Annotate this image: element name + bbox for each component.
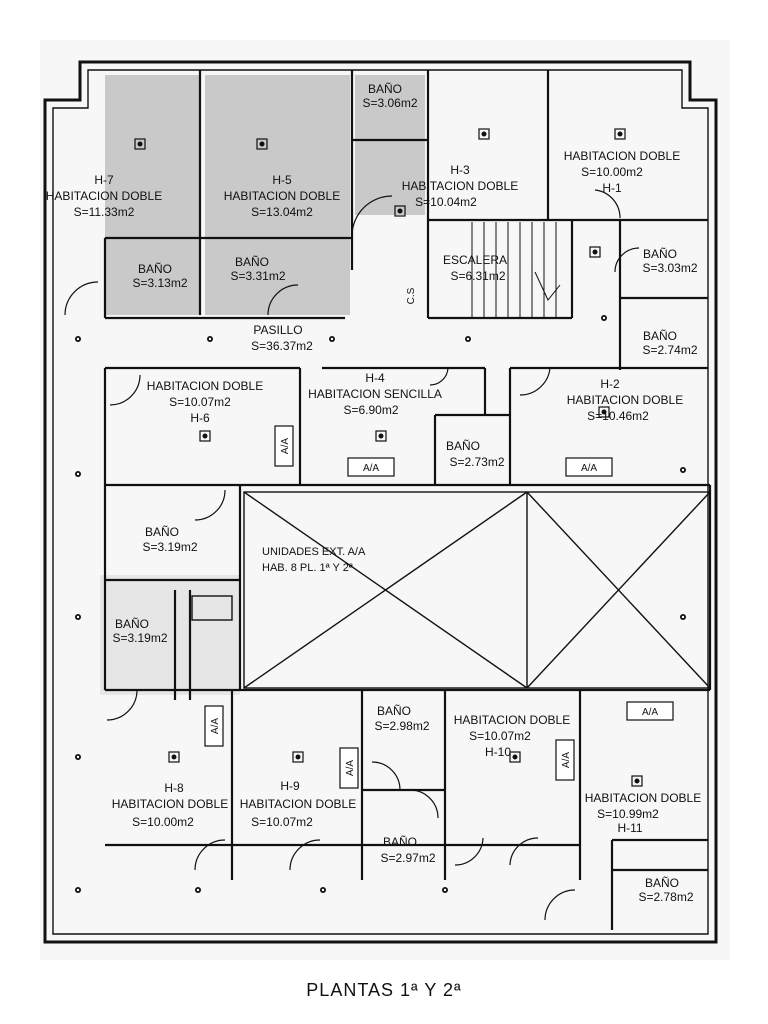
room-h5-id: H-5 [272,173,292,187]
room-h3-id: H-3 [450,163,470,177]
bano-319b-name: BAÑO [115,617,149,631]
room-h11-id: H-11 [617,821,642,835]
room-h8-id: H-8 [164,781,184,795]
room-h9-type: HABITACION DOBLE [240,797,356,811]
room-labels: H-7 HABITACION DOBLE S=11.33m2 H-5 HABIT… [46,82,701,904]
cs-label: C.S [406,287,417,304]
room-h6-id: H-6 [190,411,210,425]
ac-label-h4: A/A [363,463,379,474]
bano-319a-area: S=3.19m2 [142,540,197,554]
unidades-line1: UNIDADES EXT. A/A [262,546,366,558]
room-h1-area: S=10.00m2 [581,165,643,179]
shaded-rooms [100,75,425,695]
bano-298-name: BAÑO [377,704,411,718]
ac-units [204,425,674,789]
pasillo-area: S=36.37m2 [251,339,313,353]
bano-331-name: BAÑO [235,255,269,269]
room-h4-area: S=6.90m2 [343,403,398,417]
pasillo-name: PASILLO [253,323,302,337]
bano-278-area: S=2.78m2 [638,890,693,904]
bano-273-area: S=2.73m2 [449,455,504,469]
room-h7-area: S=11.33m2 [74,205,135,219]
room-h5-type: HABITACION DOBLE [224,189,340,203]
room-h8-area: S=10.00m2 [132,815,194,829]
escalera-area: S=6.31m2 [450,269,505,283]
room-h9-id: H-9 [280,779,300,793]
room-h2-id: H-2 [600,377,620,391]
room-h6-type: HABITACION DOBLE [147,379,263,393]
bano-303-area: S=3.03m2 [642,261,697,275]
bano-297-name: BAÑO [383,835,417,849]
room-h2-type: HABITACION DOBLE [567,393,683,407]
room-h2-area: S=10.46m2 [587,409,649,423]
escalera-name: ESCALERA [443,253,507,267]
room-h10-type: HABITACION DOBLE [454,713,570,727]
bano-306-area: S=3.06m2 [362,96,417,110]
room-h8-type: HABITACION DOBLE [112,797,228,811]
room-h7-id: H-7 [94,173,114,187]
outer-walls [43,60,718,944]
room-h4-type: HABITACION SENCILLA [308,387,442,401]
bano-319b-area: S=3.19m2 [112,631,167,645]
bano-278-name: BAÑO [645,876,679,890]
ac-label-h2: A/A [581,463,597,474]
ac-label-h6: A/A [280,438,291,454]
room-h10-area: S=10.07m2 [469,729,531,743]
bano-319a-name: BAÑO [145,525,179,539]
ac-label-h11: A/A [642,707,658,718]
room-h4-id: H-4 [365,371,385,385]
bano-274-name: BAÑO [643,329,677,343]
room-h1-type: HABITACION DOBLE [564,149,680,163]
plan-caption: PLANTAS 1ª Y 2ª [306,980,462,1000]
room-h11-type: HABITACION DOBLE [585,791,701,805]
patio-void [191,491,711,689]
bano-297-area: S=2.97m2 [380,851,435,865]
ac-label-h10: A/A [561,752,572,768]
room-h3-area: S=10.04m2 [415,195,477,209]
room-h11-area: S=10.99m2 [597,807,659,821]
floor-plan: H-7 HABITACION DOBLE S=11.33m2 H-5 HABIT… [43,60,718,944]
bano-306-name: BAÑO [368,82,402,96]
room-h9-area: S=10.07m2 [251,815,313,829]
room-h6-area: S=10.07m2 [169,395,231,409]
interior-walls [103,70,712,930]
room-h1-id: H-1 [602,181,622,195]
bano-273-name: BAÑO [446,439,480,453]
ac-label-h8: A/A [210,718,221,734]
bano-274-area: S=2.74m2 [642,343,697,357]
unidades-line2: HAB. 8 PL. 1ª Y 2ª [262,562,354,574]
door-swings [64,189,640,921]
room-h10-id: H-10 [485,745,511,759]
ac-label-h9: A/A [345,760,356,776]
ac-labels: A/A A/A A/A A/A A/A A/A A/A [210,438,658,776]
bano-331-area: S=3.31m2 [230,269,285,283]
room-h3-type: HABITACION DOBLE [402,179,518,193]
bano-313-area: S=3.13m2 [132,276,187,290]
bano-303-name: BAÑO [643,247,677,261]
stair-treads [471,222,561,318]
bano-313-name: BAÑO [138,262,172,276]
bano-298-area: S=2.98m2 [374,719,429,733]
room-h5-area: S=13.04m2 [251,205,313,219]
room-h7-type: HABITACION DOBLE [46,189,162,203]
